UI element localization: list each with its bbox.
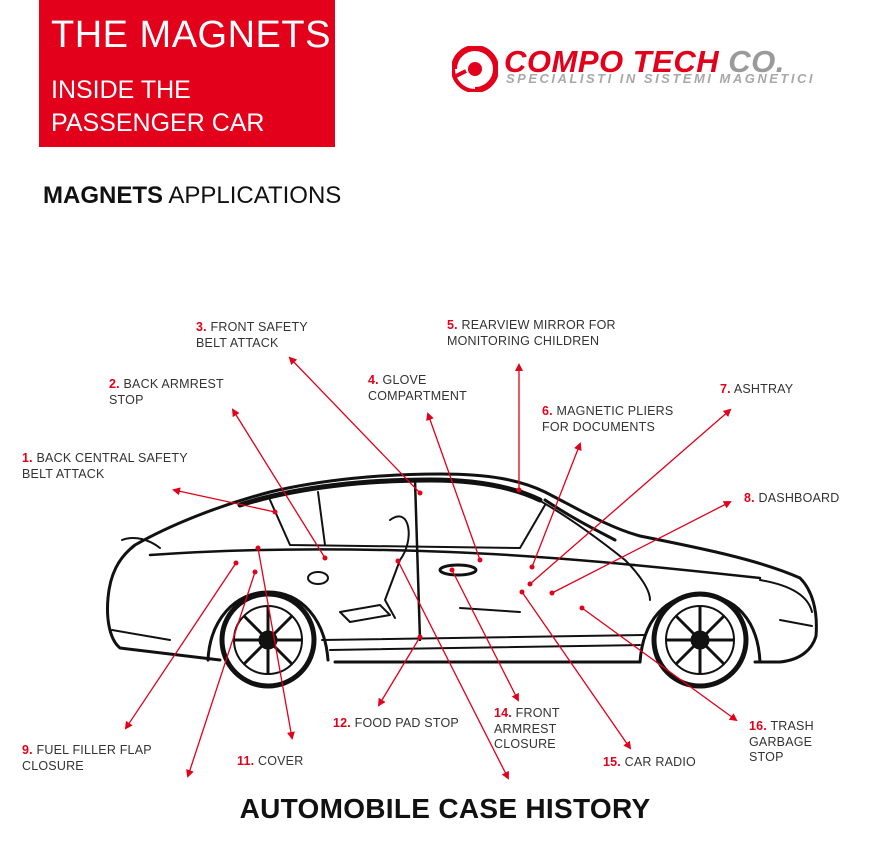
- leader-1: [172, 487, 276, 513]
- callout-number: 4.: [368, 373, 379, 387]
- callout-7: 7. ASHTRAY: [720, 382, 793, 398]
- leader-7: [529, 408, 732, 585]
- section-heading: MAGNETS APPLICATIONS: [43, 182, 341, 210]
- leader-lines: [124, 356, 738, 780]
- callout-text: REARVIEW MIRROR FOR MONITORING CHILDREN: [447, 318, 616, 348]
- front-wheel: [651, 591, 749, 689]
- leader-10: [186, 571, 256, 778]
- leader-16: [581, 607, 738, 722]
- callout-number: 14.: [494, 706, 512, 720]
- callout-number: 12.: [333, 716, 351, 730]
- callout-number: 9.: [22, 743, 33, 757]
- car-outline: [106, 472, 818, 664]
- callout-number: 1.: [22, 451, 33, 465]
- rear-wheel: [219, 591, 317, 689]
- callout-text: FUEL FILLER FLAP CLOSURE: [22, 743, 152, 773]
- callout-text: GLOVE COMPARTMENT: [368, 373, 467, 403]
- company-logo: COMPO TECH CO. SPECIALISTI IN SISTEMI MA…: [452, 44, 852, 94]
- callout-text: COVER: [257, 754, 304, 768]
- callout-text: FOOD PAD STOP: [354, 716, 459, 730]
- footer-title: AUTOMOBILE CASE HISTORY: [239, 793, 651, 824]
- callout-number: 8.: [744, 491, 755, 505]
- callout-12: 12. FOOD PAD STOP: [333, 716, 459, 732]
- callout-text: BACK CENTRAL SAFETY BELT ATTACK: [22, 451, 188, 481]
- callout-3: 3. FRONT SAFETY BELT ATTACK: [196, 320, 308, 351]
- callout-text: MAGNETIC PLIERS FOR DOCUMENTS: [542, 404, 674, 434]
- logo-brand-suffix: CO.: [728, 44, 785, 79]
- callout-8: 8. DASHBOARD: [744, 491, 840, 507]
- section-heading-rest: APPLICATIONS: [163, 182, 342, 209]
- callout-number: 5.: [447, 318, 458, 332]
- leader-13: [397, 560, 509, 780]
- leader-2: [231, 408, 326, 559]
- callout-text: FRONT ARMREST CLOSURE: [494, 706, 560, 751]
- callout-5: 5. REARVIEW MIRROR FOR MONITORING CHILDR…: [447, 318, 616, 349]
- callout-15: 15. CAR RADIO: [603, 755, 696, 771]
- leader-15: [521, 591, 632, 750]
- callout-14: 14. FRONT ARMREST CLOSURE: [494, 706, 560, 753]
- callout-2: 2. BACK ARMREST STOP: [109, 377, 224, 408]
- callout-text: DASHBOARD: [758, 491, 840, 505]
- callout-text: TRASH GARBAGE STOP: [749, 719, 814, 764]
- page-subtitle: INSIDE THE PASSENGER CAR: [51, 76, 265, 137]
- leader-14: [451, 569, 519, 702]
- callout-number: 15.: [603, 755, 621, 769]
- callout-number: 2.: [109, 377, 120, 391]
- callout-9: 9. FUEL FILLER FLAP CLOSURE: [22, 743, 152, 774]
- callout-text: ASHTRAY: [733, 382, 794, 396]
- callout-4: 4. GLOVE COMPARTMENT: [368, 373, 467, 404]
- leader-3: [288, 356, 421, 494]
- logo-brand-name: COMPO TECH: [504, 44, 720, 79]
- callout-6: 6. MAGNETIC PLIERS FOR DOCUMENTS: [542, 404, 673, 435]
- leader-8: [551, 501, 732, 594]
- magnet-logo-icon: [452, 46, 498, 92]
- callout-1: 1. BACK CENTRAL SAFETY BELT ATTACK: [22, 451, 188, 482]
- callout-number: 16.: [749, 719, 767, 733]
- callout-text: FRONT SAFETY BELT ATTACK: [196, 320, 308, 350]
- callout-text: BACK ARMREST STOP: [109, 377, 224, 407]
- leader-12: [377, 636, 421, 707]
- callout-number: 6.: [542, 404, 553, 418]
- leader-6: [531, 442, 582, 568]
- callout-number: 3.: [196, 320, 207, 334]
- callout-16: 16. TRASH GARBAGE STOP: [749, 719, 814, 766]
- logo-brand: COMPO TECH CO.: [504, 44, 785, 80]
- callout-text: CAR RADIO: [624, 755, 696, 769]
- page-title: THE MAGNETS: [51, 14, 331, 56]
- leader-dots: [233, 487, 585, 640]
- callout-number: 7.: [720, 382, 731, 396]
- leader-9: [124, 562, 237, 730]
- leader-11: [257, 547, 295, 740]
- title-banner: THE MAGNETS INSIDE THE PASSENGER CAR: [39, 0, 335, 147]
- callout-11: 11. COVER: [237, 754, 303, 770]
- leader-4: [426, 412, 481, 561]
- section-heading-bold: MAGNETS: [43, 182, 163, 209]
- callout-number: 11.: [237, 754, 255, 768]
- logo-tagline: SPECIALISTI IN SISTEMI MAGNETICI: [506, 71, 815, 86]
